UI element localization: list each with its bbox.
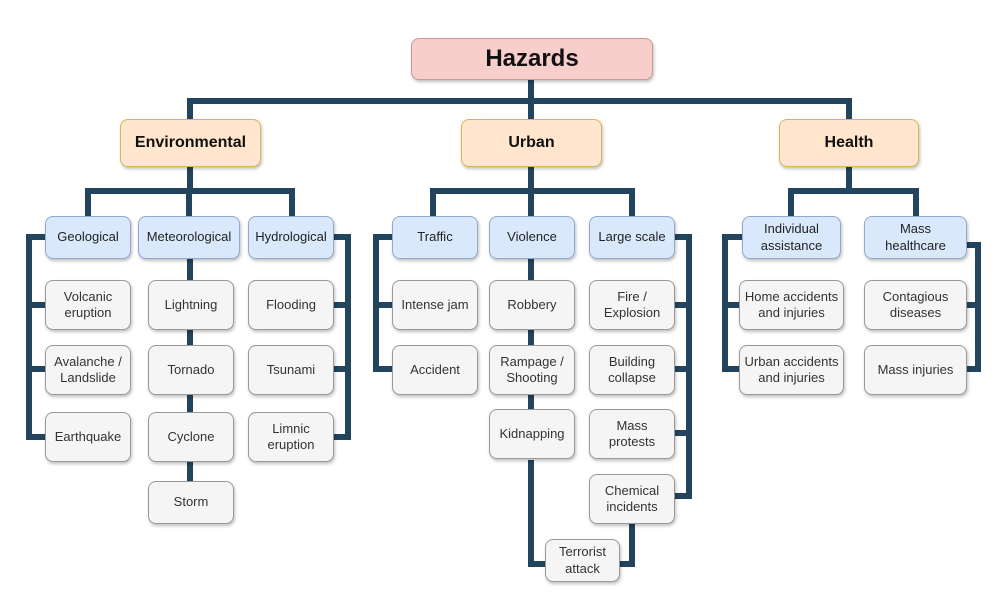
leaf-building-collapse: Building collapse	[589, 345, 675, 395]
connector-mass-healthcare	[967, 242, 981, 372]
subcategory-mass-healthcare: Mass healthcare	[864, 216, 967, 259]
connector-environmental	[85, 167, 295, 216]
leaf-volcanic-eruption: Volcanic eruption	[45, 280, 131, 330]
leaf-chemical-incidents: Chemical incidents	[589, 474, 675, 524]
leaf-storm: Storm	[148, 481, 234, 524]
subcategory-violence: Violence	[489, 216, 575, 259]
subcategory-hydrological: Hydrological	[248, 216, 334, 259]
connector-traffic	[373, 234, 392, 372]
category-health: Health	[779, 119, 919, 167]
leaf-robbery: Robbery	[489, 280, 575, 330]
leaf-terrorist-attack: Terrorist attack	[545, 539, 620, 582]
leaf-cyclone: Cyclone	[148, 412, 234, 462]
leaf-flooding: Flooding	[248, 280, 334, 330]
category-urban: Urban	[461, 119, 602, 167]
leaf-earthquake: Earthquake	[45, 412, 131, 462]
connector-large-scale	[675, 234, 692, 499]
leaf-tsunami: Tsunami	[248, 345, 334, 395]
leaf-contagious-diseases: Contagious diseases	[864, 280, 967, 330]
connector-urban	[430, 167, 635, 216]
leaf-intense-jam: Intense jam	[392, 280, 478, 330]
leaf-mass-protests: Mass protests	[589, 409, 675, 459]
connector-root-bus	[187, 80, 852, 119]
connector-geological	[26, 234, 45, 440]
connector-violence	[528, 259, 545, 567]
connector-chemical-terrorist	[620, 522, 635, 567]
root-node-hazards: Hazards	[411, 38, 653, 80]
leaf-fire-explosion: Fire / Explosion	[589, 280, 675, 330]
subcategory-individual-assistance: Individual assistance	[742, 216, 841, 259]
leaf-kidnapping: Kidnapping	[489, 409, 575, 459]
subcategory-large-scale: Large scale	[589, 216, 675, 259]
leaf-tornado: Tornado	[148, 345, 234, 395]
subcategory-geological: Geological	[45, 216, 131, 259]
leaf-accident: Accident	[392, 345, 478, 395]
leaf-mass-injuries: Mass injuries	[864, 345, 967, 395]
leaf-home-accidents: Home accidents and injuries	[739, 280, 844, 330]
leaf-urban-accidents: Urban accidents and injuries	[739, 345, 844, 395]
leaf-rampage-shooting: Rampage / Shooting	[489, 345, 575, 395]
category-environmental: Environmental	[120, 119, 261, 167]
leaf-lightning: Lightning	[148, 280, 234, 330]
subcategory-traffic: Traffic	[392, 216, 478, 259]
leaf-avalanche-landslide: Avalanche / Landslide	[45, 345, 131, 395]
leaf-limnic-eruption: Limnic eruption	[248, 412, 334, 462]
connector-health	[788, 167, 919, 216]
subcategory-meteorological: Meteorological	[138, 216, 240, 259]
connector-hydrological	[334, 234, 351, 440]
